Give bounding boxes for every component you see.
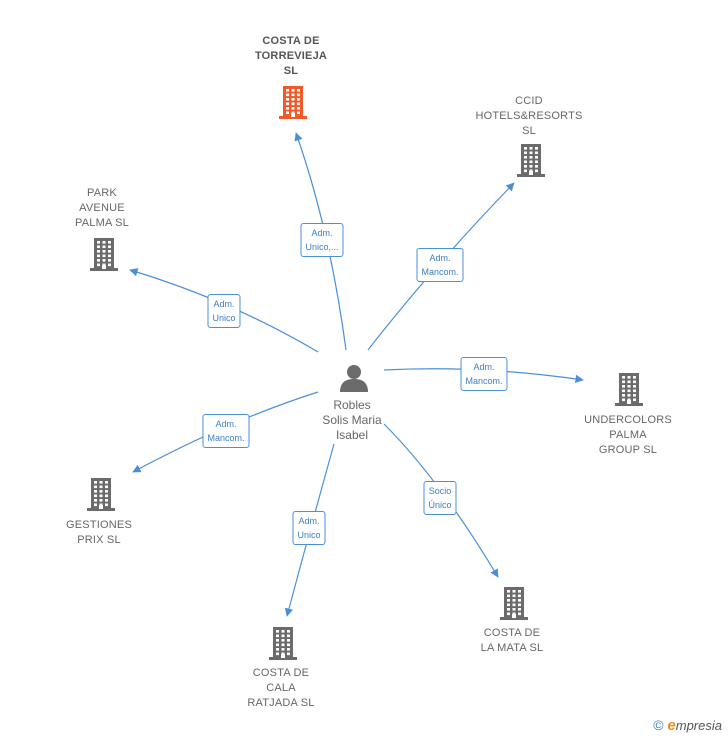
relation-label-ccid-hotels[interactable]: Adm. Mancom. [416,248,464,282]
relation-label-undercolors-line: Adm. [473,362,495,372]
company-label-costa-de-cala-ratjada-line: CALA [266,682,296,694]
brand-name: mpresia [675,718,722,733]
relation-label-undercolors-line: Mancom. [465,376,503,386]
company-node-park-avenue[interactable] [89,237,119,271]
copyright-symbol: © [653,717,664,733]
relation-label-costa-de-torrevieja-line: Adm. [311,228,333,238]
company-label-ccid-hotels-line: HOTELS&RESORTS [475,110,583,122]
building-icon [87,478,115,511]
relation-label-undercolors[interactable]: Adm. Mancom. [460,357,508,391]
building-icon [269,627,297,660]
company-label-costa-de-la-mata[interactable]: COSTA DE LA MATA SL [481,626,544,656]
company-label-park-avenue-line: AVENUE [79,202,125,214]
company-label-costa-de-la-mata-line: COSTA DE [483,627,541,639]
company-label-costa-de-torrevieja[interactable]: COSTA DE TORREVIEJA SL [255,34,327,79]
relation-label-costa-de-cala-ratjada-line: Unico [297,530,321,540]
relation-label-park-avenue[interactable]: Adm. Unico [207,294,241,328]
building-icon [517,144,545,177]
company-label-costa-de-cala-ratjada-line: COSTA DE [252,667,310,679]
relation-label-costa-de-cala-ratjada[interactable]: Adm. Unico [292,511,326,545]
company-label-ccid-hotels-line: CCID [515,95,543,107]
brand-initial: e [667,717,676,734]
person-icon[interactable] [338,362,370,394]
company-node-undercolors[interactable] [614,372,644,406]
company-label-undercolors-line: UNDERCOLORS [584,414,672,426]
company-label-ccid-hotels-line: SL [522,125,536,137]
company-label-park-avenue-line: PARK [87,187,117,199]
company-label-undercolors[interactable]: UNDERCOLORS PALMA GROUP SL [584,413,672,458]
person-name-label-line: Solis Maria [322,413,382,427]
relation-label-ccid-hotels-line: Mancom. [421,267,459,277]
relation-label-ccid-hotels-line: Adm. [429,253,451,263]
relation-label-gestiones-prix[interactable]: Adm. Mancom. [202,414,250,448]
company-label-gestiones-prix[interactable]: GESTIONES PRIX SL [66,518,132,548]
company-label-gestiones-prix-line: PRIX SL [77,534,121,546]
relation-label-park-avenue-line: Unico [212,313,236,323]
relation-label-park-avenue-line: Adm. [213,299,235,309]
person-name-label-line: Isabel [335,428,369,442]
relation-label-costa-de-la-mata-line: Socio [428,486,452,496]
company-label-costa-de-torrevieja-line: TORREVIEJA [254,50,328,62]
relation-label-costa-de-torrevieja-line: Unico,... [305,242,339,252]
company-label-park-avenue-line: PALMA SL [75,217,129,229]
company-label-costa-de-torrevieja-line: SL [283,65,299,77]
building-icon [615,373,643,406]
relation-label-costa-de-la-mata-line: Único [428,500,452,510]
relation-label-gestiones-prix-line: Mancom. [207,433,245,443]
relation-label-gestiones-prix-line: Adm. [215,419,237,429]
building-icon [90,238,118,271]
company-node-costa-de-torrevieja[interactable] [278,85,308,119]
company-node-ccid-hotels[interactable] [516,143,546,177]
relation-label-costa-de-cala-ratjada-line: Adm. [298,516,320,526]
brand-logo: empresia [667,717,722,734]
building-icon [500,587,528,620]
company-node-costa-de-la-mata[interactable] [499,586,529,620]
company-label-costa-de-torrevieja-line: COSTA DE [262,35,320,47]
company-node-gestiones-prix[interactable] [86,477,116,511]
person-name-label-line: Robles [333,398,371,412]
company-label-costa-de-cala-ratjada-line: RATJADA SL [247,697,315,709]
company-label-costa-de-la-mata-line: LA MATA SL [480,642,544,654]
footer-brand: © empresia [653,717,722,734]
company-label-undercolors-line: PALMA [609,429,647,441]
company-label-park-avenue[interactable]: PARK AVENUE PALMA SL [75,186,129,231]
company-node-costa-de-cala-ratjada[interactable] [268,626,298,660]
building-icon [279,86,307,119]
company-label-undercolors-line: GROUP SL [598,444,658,456]
company-label-gestiones-prix-line: GESTIONES [66,519,132,531]
company-label-ccid-hotels[interactable]: CCID HOTELS&RESORTS SL [475,94,582,139]
company-label-costa-de-cala-ratjada[interactable]: COSTA DE CALA RATJADA SL [247,666,314,711]
relation-label-costa-de-torrevieja[interactable]: Adm. Unico,... [300,223,344,257]
